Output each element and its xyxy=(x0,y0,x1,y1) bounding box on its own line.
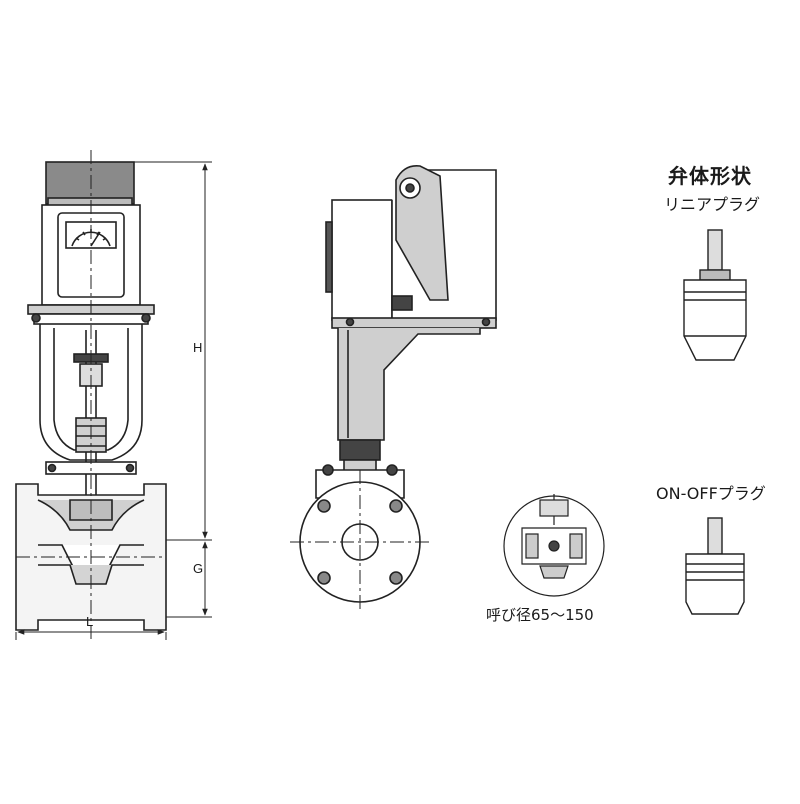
actuator-cap xyxy=(45,161,135,205)
linear-plug xyxy=(683,229,747,361)
dimension-h-label: H xyxy=(193,340,203,355)
nominal-size-label: 呼び径65～150 xyxy=(486,606,594,624)
linear-plug-label: リニアプラグ xyxy=(664,195,761,214)
onoff-plug-label: ON-OFFプラグ xyxy=(656,484,766,503)
side-view xyxy=(290,164,497,612)
onoff-plug xyxy=(685,517,745,615)
dimension-l-label: L xyxy=(86,614,94,629)
front-view xyxy=(15,150,167,640)
size-detail xyxy=(503,494,605,597)
body-shape-title: 弁体形状 xyxy=(668,164,752,188)
dimension-g-label: G xyxy=(193,561,204,576)
dimension-lines xyxy=(15,161,212,640)
